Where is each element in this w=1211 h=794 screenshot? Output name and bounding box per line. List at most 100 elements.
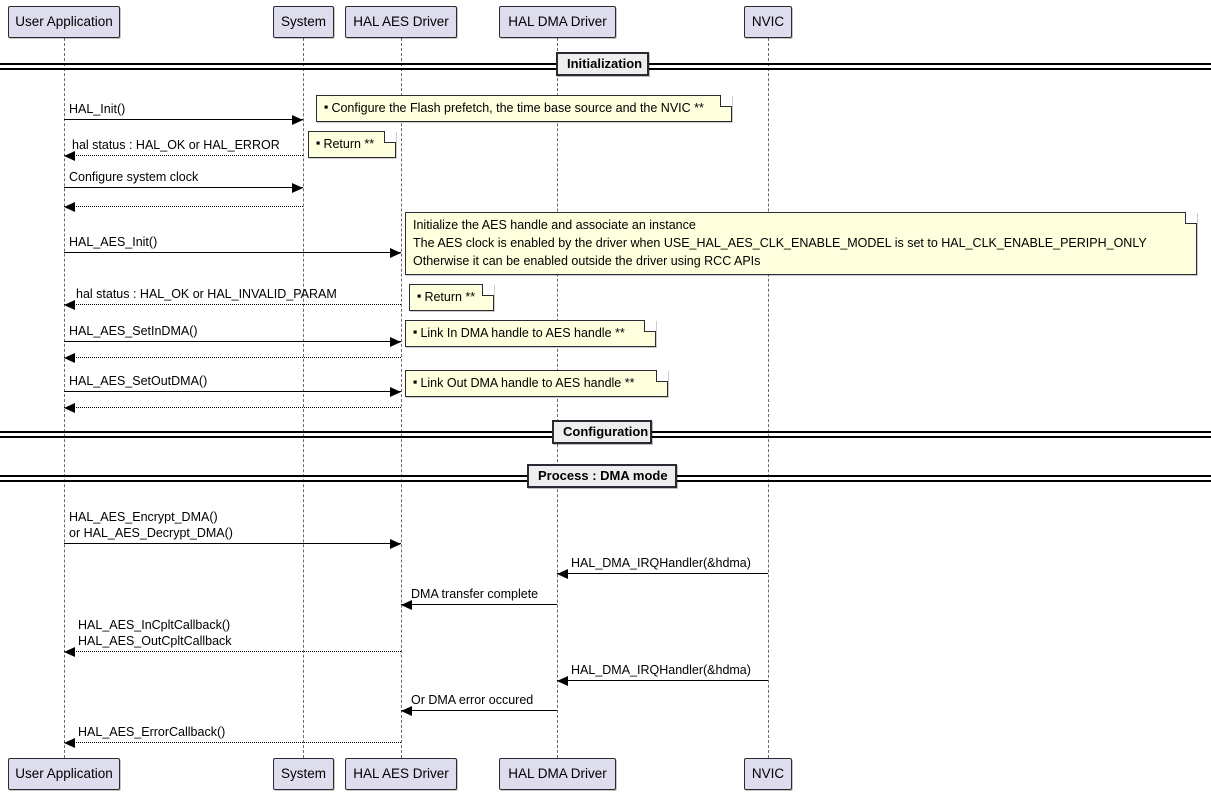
message-arrowhead-configure-clock-ret	[64, 202, 75, 212]
note-aes-init-return: ▪Return **	[409, 284, 494, 311]
lifeline-nvic	[768, 38, 769, 758]
message-label-encrypt-decrypt-dma: HAL_AES_Encrypt_DMA()or HAL_AES_Decrypt_…	[69, 510, 233, 540]
note-fold-corner-icon	[1185, 212, 1197, 224]
note-fold-corner-icon	[482, 284, 494, 296]
divider-label-process_dma: Process : DMA mode	[527, 464, 677, 488]
message-arrowhead-set-out-dma	[390, 387, 401, 397]
participant-footer-aes[interactable]: HAL AES Driver	[345, 758, 457, 790]
note-link-in-dma: ▪Link In DMA handle to AES handle **	[405, 320, 656, 347]
message-line-encrypt-decrypt-dma	[64, 543, 401, 544]
message-label-cplt-callbacks: HAL_AES_InCpltCallback()HAL_AES_OutCpltC…	[78, 618, 232, 648]
message-arrowhead-hal-init-return	[64, 151, 75, 161]
note-text-line: ▪Link Out DMA handle to AES handle **	[413, 375, 635, 390]
note-hal-init: ▪Configure the Flash prefetch, the time …	[316, 95, 732, 122]
note-link-out-dma: ▪Link Out DMA handle to AES handle **	[405, 370, 668, 397]
participant-header-dma[interactable]: HAL DMA Driver	[499, 6, 616, 38]
message-label-error-callback: HAL_AES_ErrorCallback()	[78, 725, 226, 739]
note-fold-corner-icon	[384, 131, 396, 143]
participant-header-nvic[interactable]: NVIC	[744, 6, 792, 38]
message-label-set-out-dma: HAL_AES_SetOutDMA()	[69, 374, 208, 388]
message-label-hal-init-return: hal status : HAL_OK or HAL_ERROR	[72, 138, 280, 152]
message-label-dma-error-occured: Or DMA error occured	[411, 693, 534, 707]
message-line-dma-transfer-complete	[401, 604, 557, 605]
message-line-configure-clock-ret	[64, 206, 303, 207]
participant-label: User Application	[15, 766, 113, 782]
participant-label: HAL DMA Driver	[508, 14, 607, 30]
participant-footer-dma[interactable]: HAL DMA Driver	[499, 758, 616, 790]
message-arrowhead-dma-irq-complete	[557, 569, 568, 579]
note-hal-init-return: ▪Return **	[308, 131, 396, 158]
divider-label-initialization: Initialization	[556, 52, 649, 76]
note-text-line: ▪Return **	[417, 289, 476, 304]
message-line-hal-init-return	[64, 155, 303, 156]
message-arrowhead-hal-aes-init	[390, 248, 401, 258]
participant-label: System	[280, 766, 326, 782]
message-label-dma-irq-complete: HAL_DMA_IRQHandler(&hdma)	[571, 556, 751, 570]
participant-label: System	[280, 14, 326, 30]
message-arrowhead-configure-clock	[292, 183, 303, 193]
message-label-dma-irq-error: HAL_DMA_IRQHandler(&hdma)	[571, 663, 751, 677]
note-fold-corner-icon	[720, 95, 732, 107]
message-label-hal-init: HAL_Init()	[69, 102, 126, 116]
message-arrowhead-set-in-dma	[390, 337, 401, 347]
message-arrowhead-hal-init	[292, 115, 303, 125]
lifeline-aes	[401, 38, 402, 758]
message-label-configure-clock: Configure system clock	[69, 170, 199, 184]
note-aes-init: Initialize the AES handle and associate …	[405, 212, 1197, 275]
participant-footer-nvic[interactable]: NVIC	[744, 758, 792, 790]
message-line-dma-irq-error	[557, 680, 768, 681]
message-arrowhead-dma-irq-error	[557, 676, 568, 686]
note-text-line: ▪Return **	[316, 136, 375, 151]
lifeline-system	[303, 38, 304, 758]
message-label-hal-aes-init-return: hal status : HAL_OK or HAL_INVALID_PARAM	[76, 287, 337, 301]
message-label-set-in-dma: HAL_AES_SetInDMA()	[69, 324, 198, 338]
participant-label: User Application	[15, 14, 113, 30]
message-line-dma-irq-complete	[557, 573, 768, 574]
note-fold-corner-icon	[644, 320, 656, 332]
message-line-set-in-dma-return	[64, 357, 401, 358]
message-arrowhead-encrypt-decrypt-dma	[390, 539, 401, 549]
lifeline-dma	[557, 38, 558, 758]
message-arrowhead-hal-aes-init-return	[64, 300, 75, 310]
participant-footer-system[interactable]: System	[273, 758, 334, 790]
note-text-line: Initialize the AES handle and associate …	[413, 218, 696, 232]
note-bullet-icon: ▪	[413, 325, 418, 339]
lifeline-user	[64, 38, 65, 758]
divider-label-configuration: Configuration	[552, 420, 652, 444]
message-arrowhead-error-callback	[64, 738, 75, 748]
note-bullet-icon: ▪	[413, 375, 418, 389]
participant-header-aes[interactable]: HAL AES Driver	[345, 6, 457, 38]
note-fold-corner-icon	[656, 370, 668, 382]
participant-header-system[interactable]: System	[273, 6, 334, 38]
message-arrowhead-dma-transfer-complete	[401, 600, 412, 610]
message-line-set-in-dma	[64, 341, 401, 342]
note-text-line: Otherwise it can be enabled outside the …	[413, 253, 761, 268]
message-line-cplt-callbacks	[64, 651, 401, 652]
note-text-line: ▪Link In DMA handle to AES handle **	[413, 325, 625, 340]
message-line-hal-init	[64, 119, 303, 120]
participant-label: NVIC	[751, 766, 785, 782]
participant-header-user[interactable]: User Application	[8, 6, 120, 38]
message-arrowhead-cplt-callbacks	[64, 647, 75, 657]
participant-footer-user[interactable]: User Application	[8, 758, 120, 790]
note-bullet-icon: ▪	[324, 100, 329, 114]
participant-label: HAL AES Driver	[353, 14, 449, 30]
message-line-set-out-dma	[64, 391, 401, 392]
message-label-dma-transfer-complete: DMA transfer complete	[411, 587, 539, 601]
note-text-line: The AES clock is enabled by the driver w…	[413, 235, 1147, 250]
message-line-hal-aes-init-return	[64, 304, 401, 305]
message-arrowhead-dma-error-occured	[401, 706, 412, 716]
message-line-set-out-dma-return	[64, 407, 401, 408]
note-text-line: ▪Configure the Flash prefetch, the time …	[324, 100, 704, 115]
message-arrowhead-set-out-dma-return	[64, 403, 75, 413]
message-arrowhead-set-in-dma-return	[64, 353, 75, 363]
note-bullet-icon: ▪	[316, 136, 321, 150]
participant-label: HAL AES Driver	[353, 766, 449, 782]
participant-label: HAL DMA Driver	[508, 766, 607, 782]
note-bullet-icon: ▪	[417, 289, 422, 303]
message-line-dma-error-occured	[401, 710, 557, 711]
message-line-configure-clock	[64, 187, 303, 188]
participant-label: NVIC	[751, 14, 785, 30]
message-line-hal-aes-init	[64, 252, 401, 253]
